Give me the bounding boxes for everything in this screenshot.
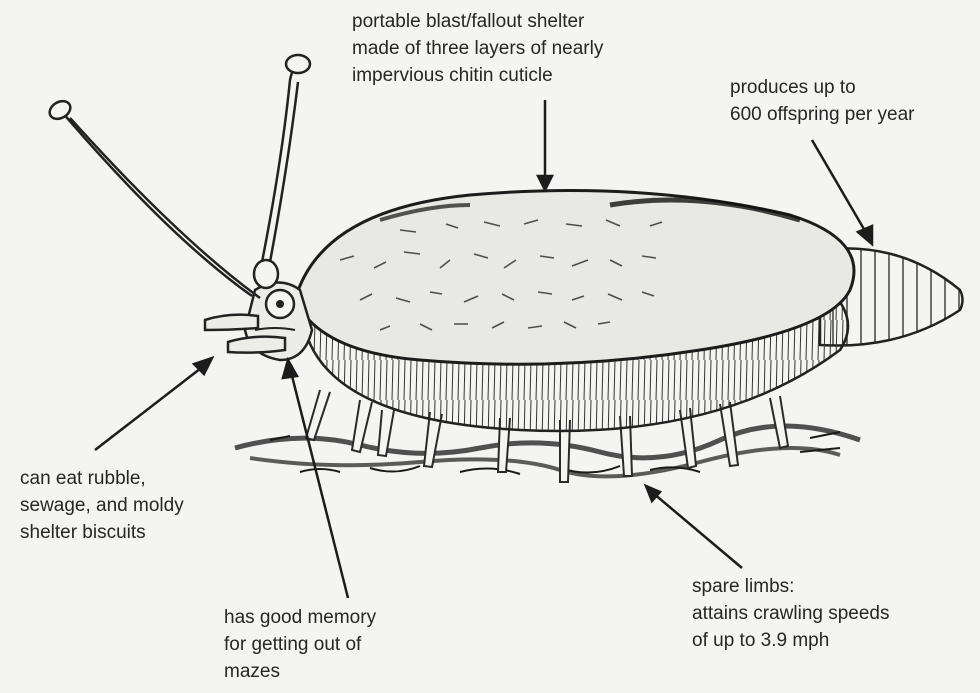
annotation-line: for getting out of [224, 631, 376, 658]
annotation-line: portable blast/fallout shelter [352, 8, 603, 35]
annotation-eat: can eat rubble, sewage, and moldy shelte… [20, 465, 184, 546]
head [205, 260, 312, 360]
annotation-line: shelter biscuits [20, 519, 184, 546]
annotation-line: attains crawling speeds [692, 600, 890, 627]
annotation-line: impervious chitin cuticle [352, 62, 603, 89]
annotation-line: 600 offspring per year [730, 101, 915, 128]
annotation-limbs: spare limbs: attains crawling speeds of … [692, 573, 890, 654]
annotation-line: of up to 3.9 mph [692, 627, 890, 654]
annotation-line: sewage, and moldy [20, 492, 184, 519]
arrow-offspring [812, 140, 868, 236]
antenna-tip-icon [286, 55, 310, 73]
annotation-line: mazes [224, 658, 376, 685]
annotation-line: spare limbs: [692, 573, 890, 600]
annotation-line: can eat rubble, [20, 465, 184, 492]
annotation-memory: has good memory for getting out of mazes [224, 604, 376, 685]
arrow-limbs [653, 493, 742, 568]
eye-icon [254, 260, 278, 288]
annotation-line: has good memory [224, 604, 376, 631]
arrow-eat [95, 365, 205, 450]
annotation-offspring: produces up to 600 offspring per year [730, 74, 915, 128]
annotation-line: produces up to [730, 74, 915, 101]
annotation-shelter: portable blast/fallout shelter made of t… [352, 8, 603, 89]
antennae [46, 55, 310, 298]
ground-scribble [235, 426, 860, 476]
annotation-line: made of three layers of nearly [352, 35, 603, 62]
